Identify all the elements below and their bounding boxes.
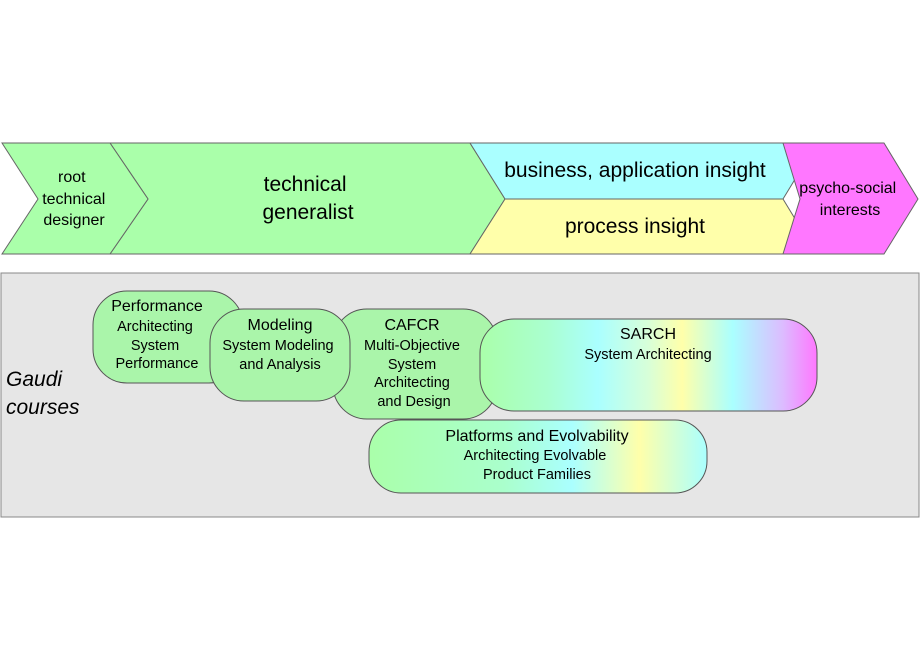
course-title: Modeling [248,317,313,334]
generalist-chevron [109,142,506,255]
gaudi-courses-label: Gaudi courses [6,368,80,419]
psycho-social-label: psycho-social interests [799,180,900,219]
root-designer-label: root technical designer [42,169,110,229]
courses-panel: Gaudi courses Performance Architecting S… [0,272,920,518]
root-designer-chevron [1,142,149,255]
course-sarch: SARCH System Architecting [479,318,818,412]
course-description: System Modeling and Analysis [222,338,337,373]
course-cafcr: CAFCR Multi-Objective System Architectin… [332,308,498,420]
course-description: Multi-Objective System Architecting and … [364,338,464,410]
career-arrow: root technical designer technical genera… [1,142,919,255]
course-title: Platforms and Evolvability [445,428,628,445]
course-description: Architecting System Performance [115,319,198,372]
generalist-label: technical generalist [262,173,353,224]
course-description: System Architecting [584,347,711,363]
course-title: SARCH [620,326,676,343]
course-modeling: Modeling System Modeling and Analysis [209,308,351,402]
course-platforms-evolvability: Platforms and Evolvability Architecting … [368,419,708,494]
business-insight-chevron [469,142,801,200]
course-performance: Performance Architecting System Performa… [92,290,244,384]
course-description: Architecting Evolvable Product Families [464,448,611,483]
process-insight-label: process insight [565,215,705,238]
psycho-social-chevron [782,142,919,255]
course-title: CAFCR [384,317,439,334]
business-insight-label: business, application insight [504,159,766,182]
course-title: Performance [111,298,203,315]
